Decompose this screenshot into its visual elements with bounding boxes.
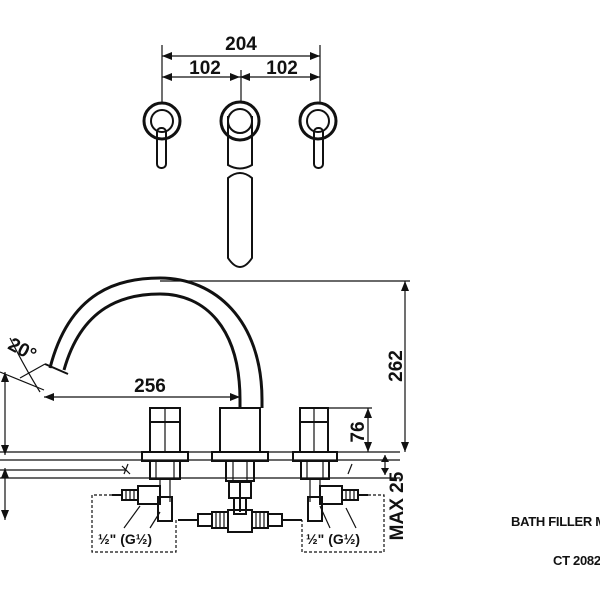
caption-title: BATH FILLER M	[511, 514, 600, 529]
caption-code: CT 2082	[553, 553, 600, 568]
conn-right-size: ½" (G½)	[306, 531, 360, 547]
conn-left-size: ½" (G½)	[98, 531, 152, 547]
top-view: 204 102 102	[142, 34, 338, 268]
front-view: 20° 256 262 76 MAX 25	[0, 276, 410, 553]
dim-spout-reach: 256	[134, 376, 166, 397]
dim-handle-height: 76	[348, 421, 369, 442]
dim-overall-width: 204	[225, 34, 257, 55]
dim-spout-angle: 20°	[4, 334, 39, 366]
dim-max-deck: MAX 25	[387, 471, 408, 540]
dim-left-spacing: 102	[189, 58, 221, 79]
dim-right-spacing: 102	[266, 58, 298, 79]
dim-height-total: 262	[386, 350, 407, 382]
